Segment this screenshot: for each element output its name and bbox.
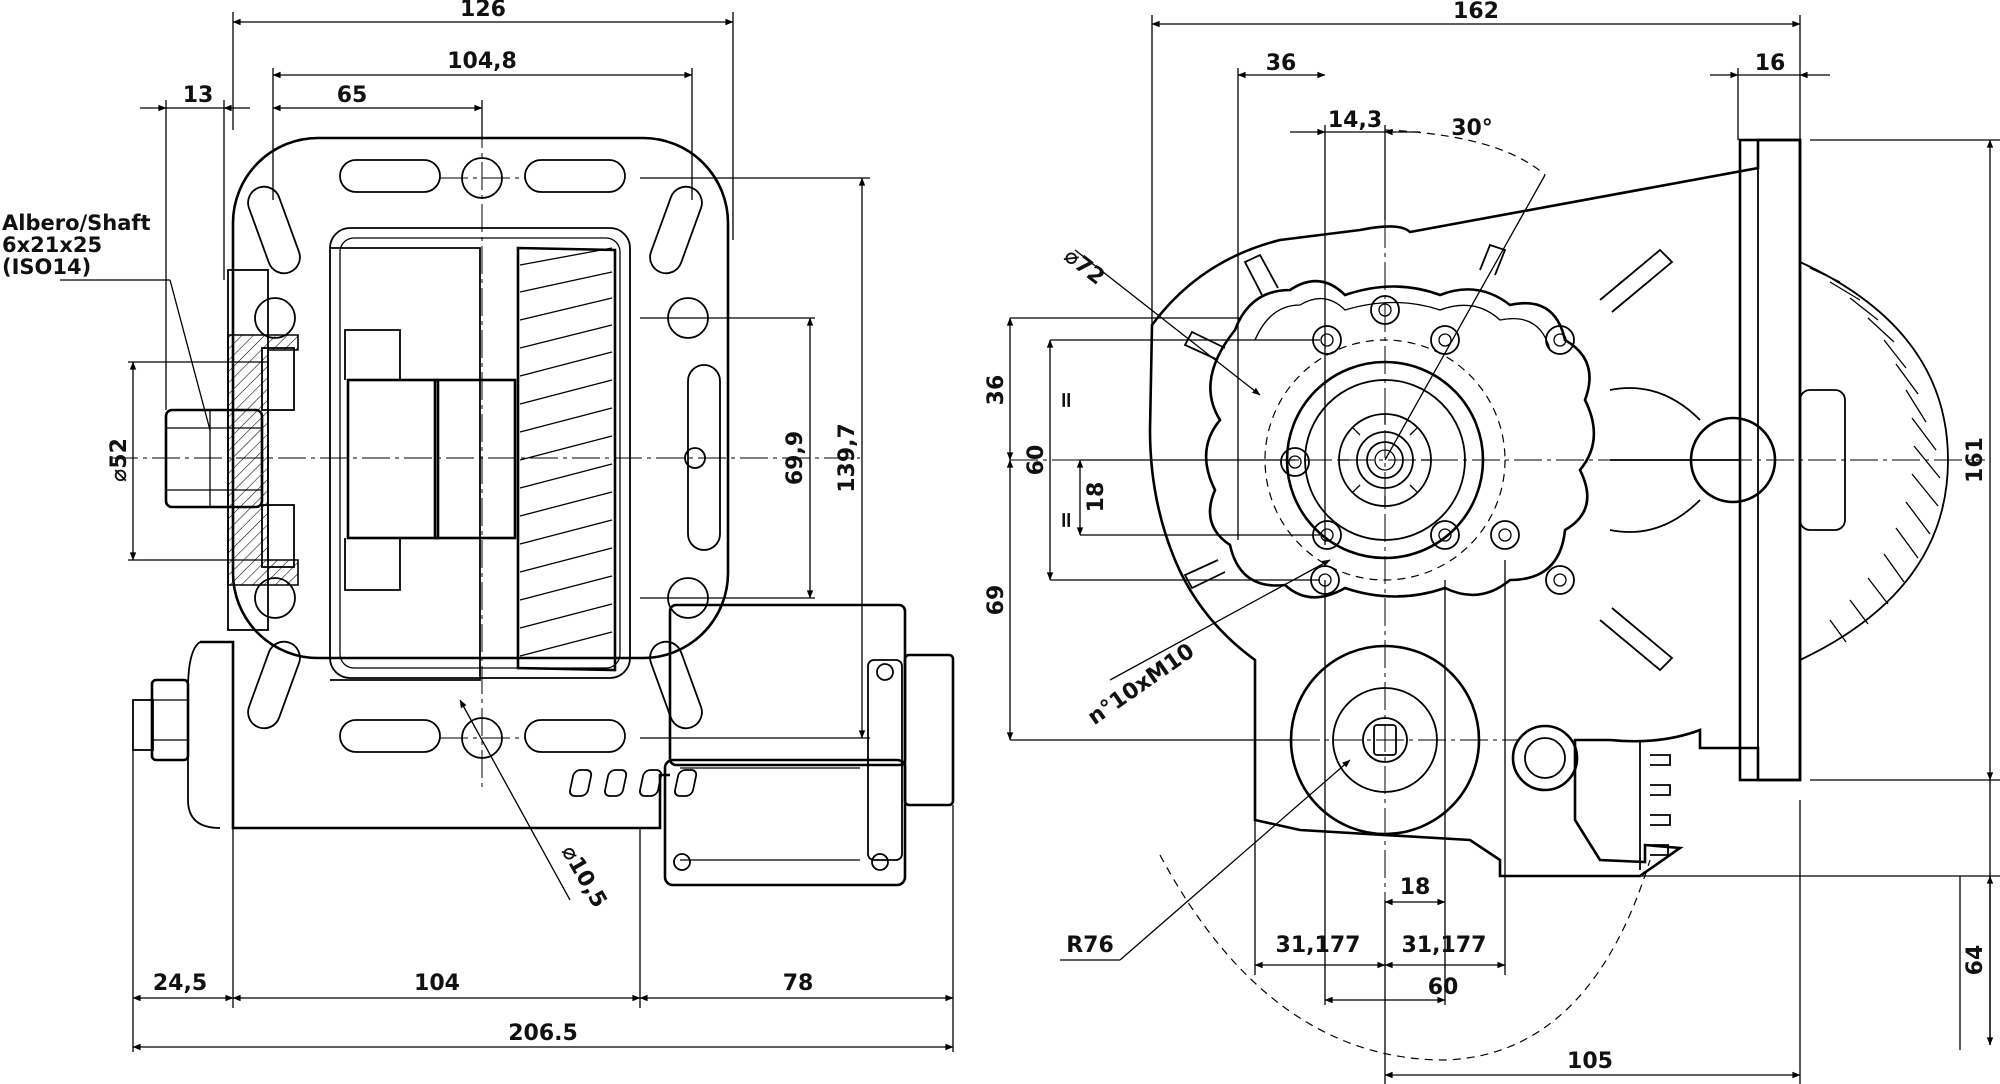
r76-arc [1159,854,1651,1061]
dim-r76: R76 [1066,933,1114,958]
dim-13: 13 [183,83,214,108]
dim-162: 162 [1453,0,1499,24]
bearing-top [261,347,295,411]
flange-slots [247,159,721,753]
dim-31-177-left: 31,177 [1276,933,1361,958]
bevel-gear-teeth [516,246,617,672]
dim-69: 69 [984,585,1009,616]
dim-206-5: 206.5 [508,1021,578,1046]
dim-16: 16 [1755,51,1786,76]
bearing-bottom [261,504,295,568]
side-port [1511,724,1579,792]
dim-24-5: 24,5 [153,971,207,996]
dim-105: 105 [1567,1049,1613,1074]
shaft-label-line2: 6x21x25 [2,233,102,257]
dim-31-177-right: 31,177 [1402,933,1487,958]
dim-18-bottom: 18 [1400,875,1431,900]
dim-161: 161 [1963,437,1988,483]
left-extension-lines [128,12,954,1052]
motor-slots [569,769,698,797]
ring-gear-teeth [1809,267,1941,643]
housing-ribs [1183,243,1740,672]
bolt-flange [1204,279,1596,599]
dim-36-side: 36 [984,375,1009,406]
dim-52: ⌀52 [107,438,132,482]
dim-126: 126 [460,0,506,22]
dim-60-side: 60 [1024,445,1049,476]
dim-104: 104 [414,971,460,996]
left-dimension-lines [60,18,954,1051]
right-extension-lines [1010,15,2000,1084]
dim-69-9: 69,9 [783,431,808,485]
dim-139-7: 139,7 [835,423,860,493]
shaft-label-line3: (ISO14) [2,255,91,279]
drain-plug [150,678,190,762]
dim-78: 78 [783,971,814,996]
right-view: 162 36 16 14,3 30° ⌀72 36 60 = = 18 69 1… [984,0,2000,1084]
dim-30-deg: 30° [1451,116,1493,141]
dim-14-3: 14,3 [1328,108,1382,133]
bolts-label: n°10xM10 [1083,639,1199,731]
right-housing-outline [1148,138,1802,878]
dim-18-side: 18 [1084,482,1109,513]
dim-64: 64 [1963,945,1988,976]
left-view: 126 104,8 13 65 ⌀52 69,9 139,7 ⌀10,5 24,… [2,0,955,1052]
dim-36-top: 36 [1266,51,1297,76]
dim-104-8: 104,8 [447,49,517,74]
right-dimension-lines [1006,20,1994,1079]
eq-top: = [1054,391,1079,409]
pump-connectors [1639,740,1671,870]
eq-bottom: = [1054,511,1079,529]
pinion-body [346,378,440,540]
bolt-circle [1264,339,1506,581]
dim-72: ⌀72 [1059,244,1109,291]
dim-10-5: ⌀10,5 [556,841,611,912]
side-motor-block [569,603,955,887]
dim-60-bottom: 60 [1428,975,1459,1000]
shaft-label-line1: Albero/Shaft [2,211,151,235]
dim-65: 65 [337,83,368,108]
